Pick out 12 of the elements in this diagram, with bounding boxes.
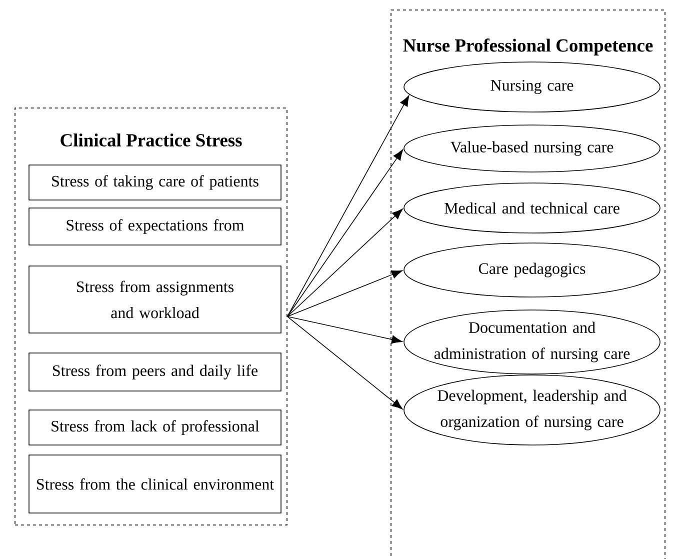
arrow — [287, 316, 402, 344]
arrow — [287, 149, 404, 317]
arrow — [287, 208, 403, 317]
stress-box: Stress of taking care of patients — [28, 164, 282, 200]
arrow — [287, 270, 402, 317]
stress-box: Stress from peers and daily life — [28, 352, 282, 392]
stress-box: Stress from lack of professional — [28, 410, 282, 446]
stress-box: Stress from assignments and workload — [28, 266, 282, 334]
arrow — [287, 316, 403, 410]
arrow — [287, 95, 410, 317]
stress-box: Stress of expectations from — [28, 208, 282, 246]
stress-box: Stress from the clinical environment — [28, 454, 282, 514]
